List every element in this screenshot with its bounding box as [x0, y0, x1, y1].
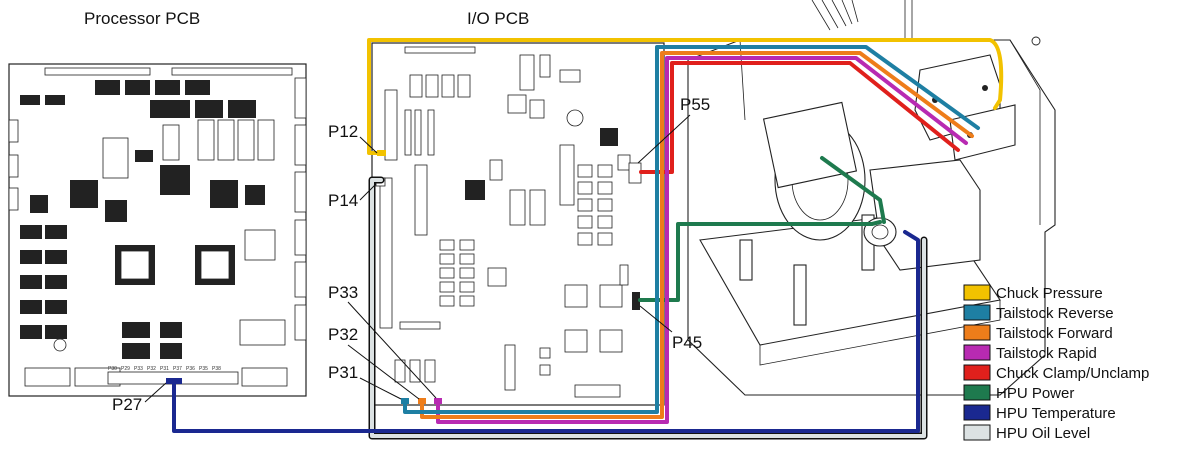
- legend-item-hpu-oil-level: HPU Oil Level: [963, 424, 1090, 442]
- legend-swatch: [963, 424, 991, 441]
- legend-item-tailstock-reverse: Tailstock Reverse: [963, 304, 1114, 322]
- svg-text:P36: P36: [186, 366, 195, 372]
- svg-text:P31: P31: [160, 366, 169, 372]
- io-lower-left-components: [439, 239, 475, 307]
- legend-item-hpu-power: HPU Power: [963, 384, 1074, 402]
- processor-pcb-title: Processor PCB: [84, 9, 200, 28]
- legend-label: HPU Oil Level: [996, 425, 1090, 442]
- processor-connector-silkscreen: P30 P29 P33 P32 P31 P37 P36 P35 P38: [108, 366, 221, 372]
- p14-label: P14: [328, 191, 358, 210]
- legend-label: Tailstock Reverse: [996, 305, 1114, 322]
- wire-hpu-oil-level: [370, 178, 926, 438]
- legend-item-tailstock-forward: Tailstock Forward: [963, 324, 1113, 342]
- legend-swatch: [963, 344, 991, 361]
- legend-label: Chuck Pressure: [996, 285, 1103, 302]
- p55-label: P55: [680, 95, 710, 114]
- svg-text:P33: P33: [134, 366, 143, 372]
- io-relay-column: [577, 164, 613, 246]
- svg-text:P30: P30: [108, 366, 117, 372]
- io-pcb-title: I/O PCB: [467, 9, 529, 28]
- p31-label: P31: [328, 363, 358, 382]
- svg-text:P29: P29: [121, 366, 130, 372]
- svg-text:P38: P38: [212, 366, 221, 372]
- legend: Chuck Pressure Tailstock Reverse Tailsto…: [963, 284, 1149, 442]
- wire-hpu-temperature: [172, 230, 920, 433]
- processor-left-components: [20, 95, 67, 339]
- svg-text:P37: P37: [173, 366, 182, 372]
- io-pcb: [371, 42, 665, 406]
- legend-swatch: [963, 404, 991, 421]
- p32-label: P32: [328, 325, 358, 344]
- legend-label: Tailstock Forward: [996, 325, 1113, 342]
- legend-item-tailstock-rapid: Tailstock Rapid: [963, 344, 1097, 362]
- processor-upper-chips: [30, 80, 276, 261]
- legend-label: Chuck Clamp/Unclamp: [996, 365, 1149, 382]
- svg-text:P32: P32: [147, 366, 156, 372]
- legend-item-chuck-clamp-unclamp: Chuck Clamp/Unclamp: [963, 364, 1149, 382]
- wire-routes: [172, 38, 1004, 440]
- wire-tailstock-reverse: [403, 45, 980, 414]
- legend-label: Tailstock Rapid: [996, 345, 1097, 362]
- legend-label: HPU Temperature: [996, 405, 1116, 422]
- p27-label: P27: [112, 395, 142, 414]
- legend-swatch: [963, 384, 991, 401]
- p45-connector: [632, 292, 640, 310]
- wire-tailstock-forward: [420, 51, 974, 419]
- legend-item-chuck-pressure: Chuck Pressure: [963, 284, 1103, 302]
- p33-label: P33: [328, 283, 358, 302]
- svg-text:P35: P35: [199, 366, 208, 372]
- legend-swatch: [963, 304, 991, 321]
- p45-label: P45: [672, 333, 702, 352]
- processor-pcb: P30 P29 P33 P32 P31 P37 P36 P35 P38: [8, 63, 307, 397]
- legend-swatch: [963, 324, 991, 341]
- p12-label: P12: [328, 122, 358, 141]
- legend-swatch: [963, 284, 991, 301]
- p55-connector: [628, 162, 642, 184]
- connector-labels: P12 P14 P33 P32 P31 P27 P55 P45: [112, 95, 710, 414]
- legend-label: HPU Power: [996, 385, 1074, 402]
- wire-chuck-pressure: [367, 38, 1004, 155]
- legend-swatch: [963, 364, 991, 381]
- legend-item-hpu-temperature: HPU Temperature: [963, 404, 1116, 422]
